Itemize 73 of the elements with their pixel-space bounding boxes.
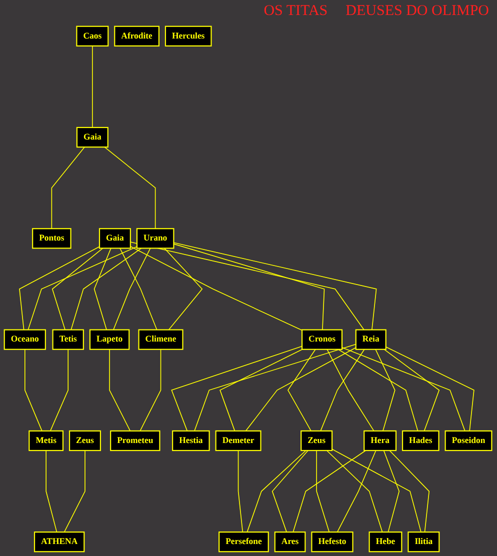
node-box: Climene xyxy=(138,329,184,350)
connector xyxy=(327,348,375,432)
node-box: Persefone xyxy=(219,532,270,552)
connector xyxy=(120,248,158,330)
node-box: Hera xyxy=(364,430,397,452)
connector xyxy=(376,348,396,432)
connector xyxy=(174,244,326,330)
section-label: DEUSES DO OLIMPO xyxy=(346,2,489,21)
connector xyxy=(52,248,104,330)
node-box: Lapeto xyxy=(90,329,130,350)
connector xyxy=(288,348,316,432)
connector xyxy=(386,346,475,432)
node-box: Hercules xyxy=(165,26,212,46)
connector xyxy=(316,450,330,532)
connector xyxy=(384,450,400,532)
connector xyxy=(246,347,357,432)
connector xyxy=(337,450,377,532)
connector xyxy=(104,146,156,230)
connector xyxy=(50,348,69,432)
connector xyxy=(220,348,304,432)
connector xyxy=(338,348,419,432)
node-box: Pontos xyxy=(32,228,72,249)
node-box: Prometeu xyxy=(110,430,161,452)
connector xyxy=(130,246,303,331)
node-box: Poseidon xyxy=(445,430,493,452)
node-box: Cronos xyxy=(302,329,343,350)
node-box: Reia xyxy=(356,329,387,350)
node-box: Gaia xyxy=(99,228,132,249)
node-box: Hades xyxy=(402,430,440,452)
node-box: Gaia xyxy=(76,126,109,148)
connector xyxy=(320,348,366,432)
node-box: Caos xyxy=(76,26,110,46)
connector xyxy=(110,348,132,432)
node-box: Hebe xyxy=(369,532,403,552)
node-box: Zeus xyxy=(69,430,102,452)
connector xyxy=(19,246,100,330)
node-box: Hefesto xyxy=(312,532,354,552)
node-box: Tetis xyxy=(52,329,84,350)
node-box: Oceano xyxy=(4,329,46,350)
connector xyxy=(174,242,378,330)
node-box: Afrodite xyxy=(114,26,160,46)
connector xyxy=(24,348,43,432)
connector xyxy=(332,448,422,532)
node-box: Urano xyxy=(136,228,175,249)
connector xyxy=(130,242,365,330)
connector xyxy=(64,450,86,532)
connector xyxy=(140,348,162,432)
connector xyxy=(71,248,142,330)
connector xyxy=(272,450,309,532)
connector xyxy=(390,450,430,532)
connector xyxy=(52,146,86,230)
connector xyxy=(342,347,466,432)
connector xyxy=(46,450,58,532)
node-box: Metis xyxy=(29,430,64,452)
node-box: Ares xyxy=(274,532,306,552)
connector xyxy=(326,450,384,532)
node-box: Demeter xyxy=(216,430,262,452)
node-box: Hestia xyxy=(172,430,210,452)
section-label: OS TITAS xyxy=(264,2,328,21)
connector xyxy=(94,248,112,330)
connector xyxy=(28,246,138,330)
connector xyxy=(113,248,152,330)
connector xyxy=(194,344,357,432)
connector xyxy=(172,346,303,432)
connector xyxy=(293,450,367,532)
connector xyxy=(164,248,204,330)
connector xyxy=(238,450,244,532)
node-box: Ilitia xyxy=(408,532,440,552)
node-box: Zeus xyxy=(301,430,334,452)
node-box: ATHENA xyxy=(34,532,86,552)
connector xyxy=(384,348,440,432)
connector xyxy=(92,46,94,128)
connector xyxy=(247,450,307,532)
